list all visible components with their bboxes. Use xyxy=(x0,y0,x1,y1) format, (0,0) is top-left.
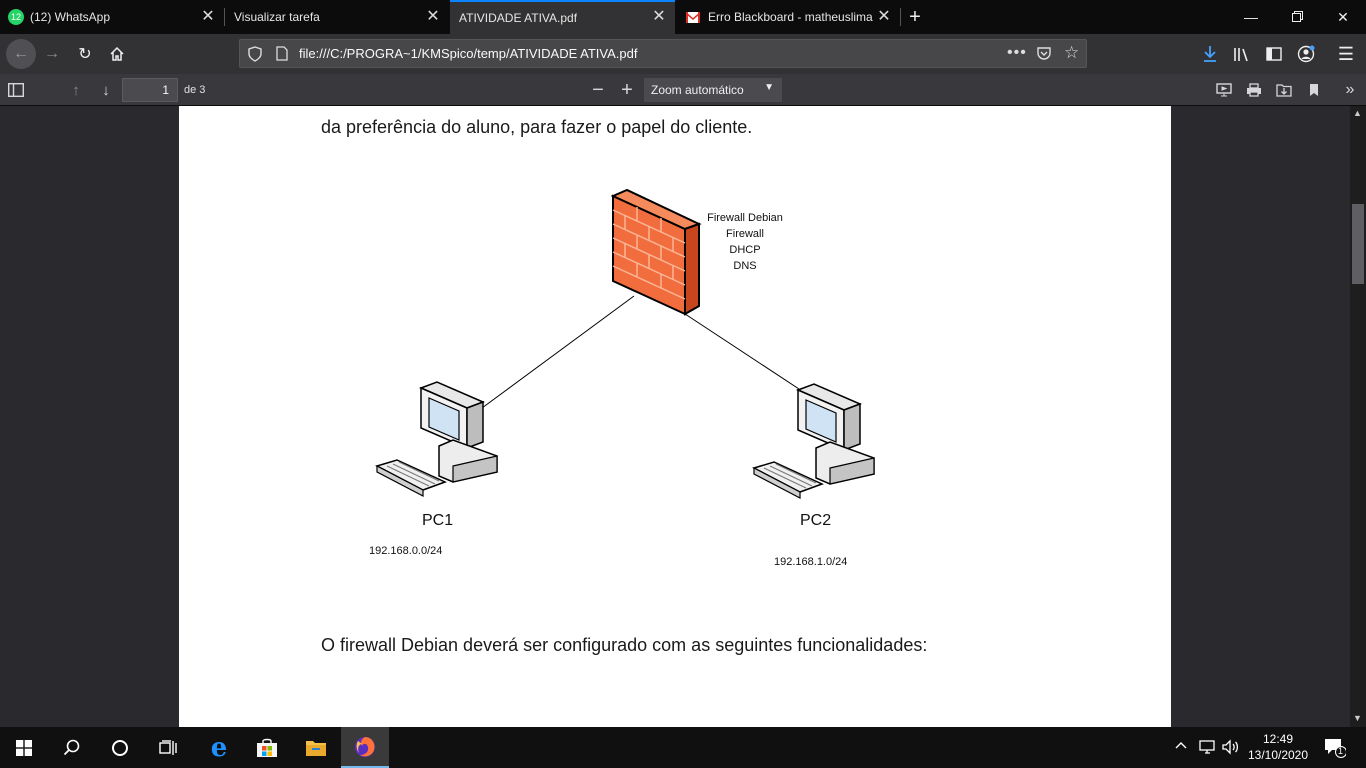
tab-atividade-ativa[interactable]: ATIVIDADE ATIVA.pdf ✕ xyxy=(450,0,675,34)
windows-taskbar: e 12:49 13/10/2020 1 xyxy=(0,727,1366,768)
close-tab-icon[interactable]: ✕ xyxy=(652,8,666,25)
address-bar[interactable]: file:///C:/PROGRA~1/KMSpico/temp/ATIVIDA… xyxy=(239,39,1087,68)
shield-icon[interactable] xyxy=(248,46,262,67)
cortana-icon[interactable] xyxy=(96,727,144,768)
new-tab-plus-icon[interactable]: + xyxy=(909,6,921,28)
pc2-computer-icon xyxy=(752,383,875,499)
navigation-bar: ← → ↻ file:///C:/PROGRA~1/KMSpico/temp/A… xyxy=(0,34,1366,74)
firewall-icon xyxy=(610,188,702,316)
page-icon[interactable] xyxy=(276,46,288,66)
store-icon[interactable] xyxy=(243,727,291,768)
forward-arrow-icon[interactable]: → xyxy=(44,45,60,62)
tab-erro-blackboard[interactable]: Erro Blackboard - matheuslima ✕ xyxy=(676,0,900,34)
sidebar-toggle-icon[interactable] xyxy=(1260,40,1288,68)
paragraph-text: da preferência do aluno, para fazer o pa… xyxy=(321,117,753,137)
tab-title: (12) WhatsApp xyxy=(30,10,111,24)
paragraph-text: O firewall Debian deverá ser configurado… xyxy=(321,635,928,655)
search-icon[interactable] xyxy=(48,727,96,768)
firewall-label-line: DHCP xyxy=(729,244,761,256)
link-firewall-pc1 xyxy=(481,295,635,409)
vertical-scrollbar[interactable]: ▲ ▼ xyxy=(1350,106,1366,727)
reload-icon[interactable]: ↻ xyxy=(78,46,92,63)
firewall-label: Firewall Debian Firewall DHCP DNS xyxy=(684,210,806,274)
restore-icon[interactable] xyxy=(1274,0,1320,34)
action-center-icon[interactable]: 1 xyxy=(1324,738,1347,761)
downloads-icon[interactable] xyxy=(1196,40,1224,68)
close-tab-icon[interactable]: ✕ xyxy=(877,8,891,25)
pc1-label: PC1 xyxy=(422,512,454,529)
zoom-in-icon[interactable]: + xyxy=(621,78,633,101)
firefox-taskbar-icon[interactable] xyxy=(341,727,389,768)
network-diagram xyxy=(375,188,875,499)
bookmark-icon[interactable] xyxy=(1302,78,1326,102)
network-icon[interactable] xyxy=(1199,739,1217,758)
clock-date: 13/10/2020 xyxy=(1247,748,1309,762)
next-page-arrow-icon[interactable]: ↓ xyxy=(102,81,110,99)
zoom-select[interactable]: Zoom automático ▼ xyxy=(644,78,782,102)
pdf-toolbar: ↑ ↓ 1 de 3 − + Zoom automático ▼ » xyxy=(0,74,1366,106)
pdf-page: da preferência do aluno, para fazer o pa… xyxy=(179,106,1171,727)
url-text[interactable]: file:///C:/PROGRA~1/KMSpico/temp/ATIVIDA… xyxy=(299,46,638,61)
hamburger-menu-icon[interactable]: ☰ xyxy=(1337,43,1355,64)
tools-chevron-icon[interactable]: » xyxy=(1345,81,1355,98)
save-icon[interactable] xyxy=(1272,78,1296,102)
edge-browser-icon[interactable]: e xyxy=(210,732,228,763)
previous-page-arrow-icon[interactable]: ↑ xyxy=(72,81,80,99)
firewall-label-line: DNS xyxy=(733,260,757,272)
tab-visualizar-tarefa[interactable]: Visualizar tarefa ✕ xyxy=(225,0,449,34)
pc1-ip-label: 192.168.0.0/24 xyxy=(369,545,443,557)
volume-icon[interactable] xyxy=(1222,739,1240,758)
page-number-input[interactable]: 1 xyxy=(122,78,178,102)
scrollbar-thumb[interactable] xyxy=(1352,204,1364,284)
scroll-down-arrow-icon[interactable]: ▼ xyxy=(1353,713,1362,723)
firewall-label-line: Firewall xyxy=(726,228,764,240)
bookmark-star-icon[interactable]: ☆ xyxy=(1064,43,1080,62)
tab-title: Visualizar tarefa xyxy=(234,10,320,24)
gmail-icon xyxy=(686,11,700,23)
notification-count: 1 xyxy=(1338,746,1344,756)
pc1-computer-icon xyxy=(375,381,498,497)
scroll-up-arrow-icon[interactable]: ▲ xyxy=(1353,108,1362,118)
tab-strip: 12 (12) WhatsApp ✕ Visualizar tarefa ✕ A… xyxy=(0,0,1366,34)
close-window-icon[interactable]: ✕ xyxy=(1337,9,1349,25)
toggle-sidebar-icon[interactable] xyxy=(4,78,28,102)
print-icon[interactable] xyxy=(1242,78,1266,102)
tab-whatsapp[interactable]: 12 (12) WhatsApp ✕ xyxy=(0,0,224,34)
show-hidden-icons-chevron-icon[interactable] xyxy=(1175,738,1187,753)
page-count-label: de 3 xyxy=(184,84,206,96)
chevron-down-icon: ▼ xyxy=(764,82,774,93)
pc2-label: PC2 xyxy=(800,512,832,529)
home-icon[interactable] xyxy=(103,40,131,68)
clock-time: 12:49 xyxy=(1262,732,1294,746)
taskbar-clock[interactable]: 12:49 13/10/2020 xyxy=(1245,731,1311,763)
windows-start-icon[interactable] xyxy=(0,727,48,768)
pdf-viewer[interactable]: da preferência do aluno, para fazer o pa… xyxy=(0,106,1350,727)
tab-title: Erro Blackboard - matheuslima xyxy=(708,10,873,24)
file-explorer-icon[interactable] xyxy=(292,727,340,768)
zoom-select-value: Zoom automático xyxy=(651,83,744,97)
account-icon[interactable] xyxy=(1292,40,1320,68)
close-tab-icon[interactable]: ✕ xyxy=(201,8,215,25)
pocket-icon[interactable] xyxy=(1036,45,1052,66)
zoom-out-icon[interactable]: − xyxy=(592,78,604,101)
whatsapp-icon: 12 xyxy=(8,9,24,25)
library-icon[interactable] xyxy=(1228,40,1256,68)
more-options-icon[interactable]: ••• xyxy=(1007,44,1027,61)
firewall-label-line: Firewall Debian xyxy=(707,212,783,224)
back-arrow-icon[interactable]: ← xyxy=(6,39,36,69)
minimize-icon[interactable]: — xyxy=(1244,9,1258,25)
task-view-icon[interactable] xyxy=(144,727,192,768)
link-firewall-pc2 xyxy=(675,307,800,390)
pc2-ip-label: 192.168.1.0/24 xyxy=(774,556,848,568)
tab-title: ATIVIDADE ATIVA.pdf xyxy=(459,11,578,25)
presentation-mode-icon[interactable] xyxy=(1212,78,1236,102)
close-tab-icon[interactable]: ✕ xyxy=(426,8,440,25)
